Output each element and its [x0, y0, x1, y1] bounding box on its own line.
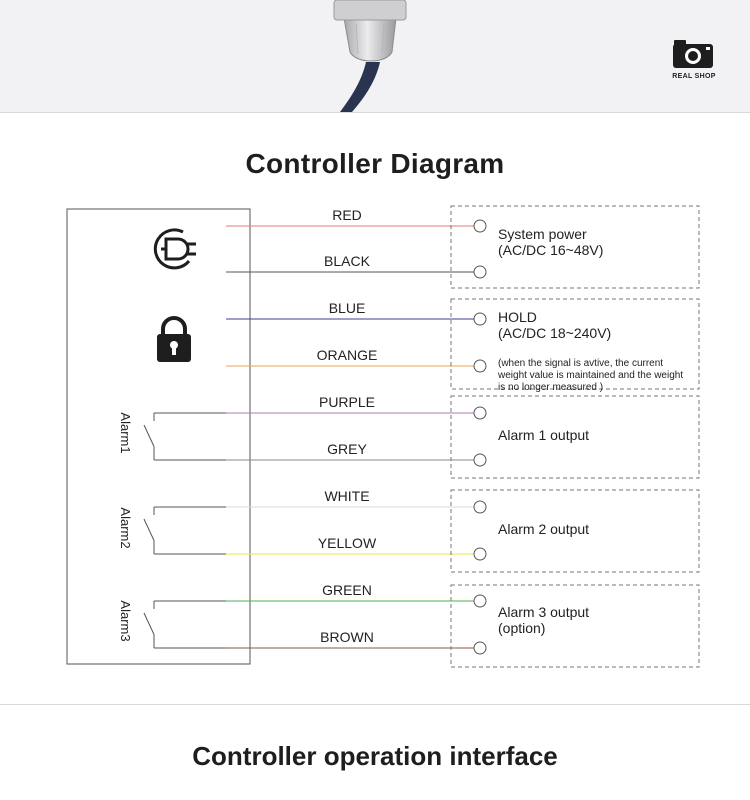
cable	[340, 62, 380, 112]
wire-label-orange: ORANGE	[317, 347, 378, 363]
wire-label-white: WHITE	[324, 488, 369, 504]
power-plug-icon	[153, 228, 196, 270]
output-box-text: Alarm 3 output	[498, 604, 589, 620]
gland-body	[333, 0, 407, 21]
shop-logo: REAL SHOP	[668, 36, 722, 82]
relay-switch-icon	[143, 506, 226, 555]
output-box-text: (option)	[498, 620, 545, 636]
wire-label-grey: GREY	[327, 441, 367, 457]
shop-logo-text: REAL SHOP	[672, 73, 715, 80]
output-box-note: weight value is maintained and the weigh…	[497, 370, 683, 381]
alarm-label: Alarm3	[118, 600, 133, 641]
output-box	[450, 489, 700, 573]
alarm-label: Alarm1	[118, 412, 133, 453]
terminal-purple	[473, 406, 487, 420]
controller-box	[66, 208, 251, 665]
relay-switch-icon	[143, 600, 226, 649]
wire-label-brown: BROWN	[320, 629, 374, 645]
output-box	[450, 584, 700, 668]
output-box	[450, 298, 700, 390]
wire-label-black: BLACK	[324, 253, 371, 269]
diagram-card	[0, 112, 750, 705]
output-box-text: System power	[498, 226, 587, 242]
gland-nut	[343, 17, 397, 62]
alarm-label: Alarm2	[118, 507, 133, 548]
output-box	[450, 205, 700, 289]
terminal-grey	[473, 453, 487, 467]
terminal-green	[473, 594, 487, 608]
output-box-text: Alarm 2 output	[498, 521, 589, 537]
wire-label-blue: BLUE	[329, 300, 366, 316]
terminal-yellow	[473, 547, 487, 561]
terminal-black	[473, 265, 487, 279]
section-title: Controller operation interface	[192, 741, 558, 771]
wire-label-purple: PURPLE	[319, 394, 375, 410]
card-divider	[0, 704, 750, 705]
page-title: Controller Diagram	[245, 148, 505, 179]
output-box	[450, 395, 700, 479]
relay-switch-icon	[143, 412, 226, 461]
output-box-note: is no longer measured )	[498, 382, 603, 393]
terminal-brown	[473, 641, 487, 655]
wire-label-yellow: YELLOW	[318, 535, 377, 551]
product-photo-band: REAL SHOP	[0, 0, 750, 112]
output-box-text: (AC/DC 18~240V)	[498, 325, 611, 341]
output-box-text: HOLD	[498, 309, 537, 325]
padlock-icon	[157, 316, 191, 362]
wire-label-green: GREEN	[322, 582, 372, 598]
terminal-red	[473, 219, 487, 233]
terminal-white	[473, 500, 487, 514]
cable-gland-photo	[333, 0, 407, 112]
wire-label-red: RED	[332, 207, 362, 223]
terminal-orange	[473, 359, 487, 373]
output-box-text: (AC/DC 16~48V)	[498, 242, 603, 258]
output-box-text: Alarm 1 output	[498, 427, 589, 443]
output-box-note: (when the signal is avtive, the current	[498, 358, 663, 369]
terminal-blue	[473, 312, 487, 326]
camera-icon: REAL SHOP	[672, 40, 715, 80]
